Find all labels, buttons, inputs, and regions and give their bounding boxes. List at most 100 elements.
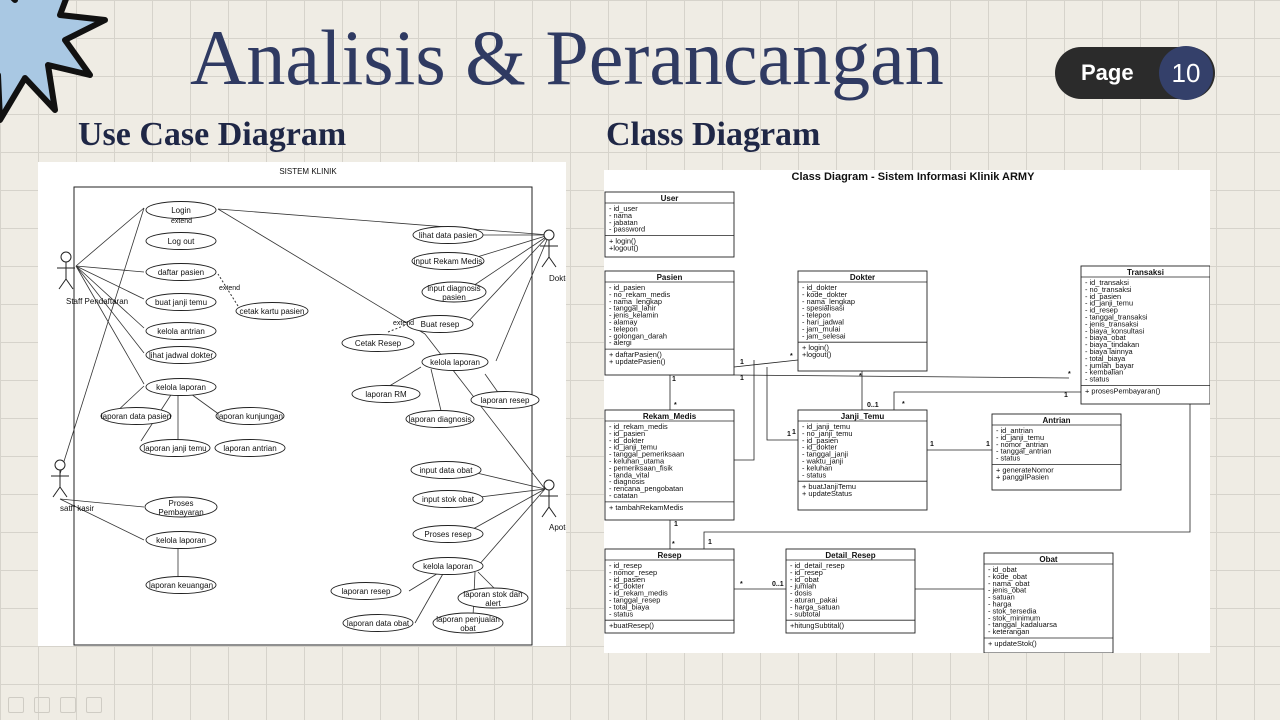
- grid-icon[interactable]: [60, 697, 76, 713]
- class-transaksi-attribute: - no_transaksi: [1085, 285, 1132, 294]
- class-user-attribute: - id_user: [609, 204, 638, 213]
- class-antrian-attribute: - status: [996, 454, 1021, 463]
- uc-kelola-antrian-oval: [145, 322, 217, 340]
- actor-staff-pendaftaran: Staff Pendaftaran: [66, 297, 128, 306]
- uc-kelola-laporan-apoteker: kelola laporan: [423, 562, 473, 571]
- uc-lihat-jadwal-dokter-oval: [145, 346, 217, 364]
- uc-laporan-data-obat: laporan data obat: [347, 619, 410, 628]
- class-transaksi-attribute: - biaya_konsultasi: [1085, 326, 1145, 335]
- class-transaksi-attribute: - id_transaksi: [1085, 278, 1129, 287]
- class-dokter-name: Dokter: [850, 273, 875, 282]
- uc-proses-pembayaran-oval: [144, 496, 218, 518]
- multiplicity-label: *: [672, 541, 675, 548]
- class-user-method: + login(): [609, 237, 636, 246]
- class-transaksi-attribute: - biaya lainnya: [1085, 347, 1134, 356]
- uc-cetak-resep-oval: [341, 334, 415, 352]
- class-antrian-attribute: - id_antrian: [996, 426, 1033, 435]
- uc-proses-resep-oval: [412, 525, 484, 543]
- uc-input-data-obat: input data obat: [420, 466, 474, 475]
- class-user-name: User: [661, 194, 679, 203]
- class-rekam-medis-attribute: - catatan: [609, 491, 638, 500]
- uc-buat-janji-temu: buat janji temu: [155, 298, 207, 307]
- class-janji-temu-box: [797, 409, 928, 511]
- actor-apoteker: Apoteker: [549, 523, 566, 532]
- uc-lihat-data-pasien: lihat data pasien: [419, 231, 477, 240]
- class-diagram-subtitle: Class Diagram: [606, 116, 821, 153]
- class-dokter-attribute: - jam_mulai: [802, 324, 841, 333]
- uc-kelola-antrian: kelola antrian: [157, 327, 205, 336]
- association-line: [495, 234, 550, 362]
- class-transaksi-attribute: - id_janji_temu: [1085, 299, 1133, 308]
- extend-label-resep: extend: [393, 320, 414, 327]
- class-rekam-medis-attribute: - id_rekam_medis: [609, 422, 668, 431]
- association-line: [75, 265, 145, 329]
- class-dokter-method: + login(): [802, 343, 829, 352]
- class-rekam-medis-attribute: - id_dokter: [609, 436, 644, 445]
- uc-cetak-resep: Cetak Resep: [355, 339, 402, 348]
- uc-laporan-kunjungan-oval: [215, 407, 285, 425]
- class-antrian-method: + panggilPasien: [996, 472, 1049, 481]
- multiplicity-label: 1: [740, 359, 744, 366]
- class-pasien-attribute: - tanggal_lahir: [609, 304, 656, 313]
- class-janji-temu-attribute: - keluhan: [802, 463, 832, 472]
- class-transaksi-box: [1080, 265, 1211, 405]
- association-line: [59, 207, 145, 475]
- class-rekam-medis-attribute: - tanggal_pemeriksaan: [609, 450, 684, 459]
- uc-cetak-kartu-pasien: cetak kartu pasien: [240, 307, 305, 316]
- class-janji-temu-attribute: - id_pasien: [802, 436, 838, 445]
- prev-icon[interactable]: [8, 697, 24, 713]
- actor-dokter: Dokter: [549, 274, 566, 283]
- class-resep-name: Resep: [657, 551, 681, 560]
- pen-icon[interactable]: [34, 697, 50, 713]
- uc-proses-pembayaran-line2: Pembayaran: [158, 508, 203, 517]
- starburst-decoration: [0, 0, 108, 123]
- uc-lihat-jadwal-dokter: lihat jadwal dokter: [149, 351, 213, 360]
- uc-laporan-antrian-oval: [214, 439, 286, 457]
- use-case-subtitle: Use Case Diagram: [78, 116, 347, 153]
- class-antrian-box: [991, 413, 1122, 491]
- class-dokter-attribute: - telepon: [802, 311, 831, 320]
- class-rekam-medis-attribute: - diagnosis: [609, 477, 645, 486]
- extend-label-kartu: extend: [219, 285, 240, 292]
- class-pasien-attribute: - no_rekam_medis: [609, 290, 671, 299]
- uc-cetak-kartu-pasien-oval: [235, 302, 309, 320]
- page-number: 10: [1159, 46, 1213, 100]
- class-detail-resep-attribute: - id_resep: [790, 568, 823, 577]
- class-transaksi-attribute: - biaya_obat: [1085, 333, 1126, 342]
- class-pasien-attribute: - alergi: [609, 338, 632, 347]
- association-line: [75, 265, 145, 385]
- uc-laporan-resep-dokter-oval: [470, 391, 540, 409]
- class-dokter-attribute: - id_dokter: [802, 283, 837, 292]
- class-diagram: Class Diagram - Sistem Informasi Klinik …: [604, 170, 1211, 654]
- class-pasien-name: Pasien: [657, 273, 683, 282]
- uc-laporan-rm-oval: [351, 385, 421, 403]
- class-detail-resep-attribute: - subtotal: [790, 609, 821, 618]
- class-pasien-box: [604, 270, 735, 376]
- class-detail-resep-attribute: - aturan_pakai: [790, 596, 838, 605]
- next-icon[interactable]: [86, 697, 102, 713]
- uc-laporan-stok-alert-line1: laporan stok dan: [463, 590, 522, 599]
- class-rekam-medis-attribute: - keluhan_utama: [609, 457, 665, 466]
- class-janji-temu-attribute: - status: [802, 470, 827, 479]
- uc-laporan-diagnosis: laporan diagnosis: [409, 415, 472, 424]
- uc-kelola-laporan-apoteker-oval: [412, 557, 484, 575]
- uc-input-stok-obat-oval: [412, 490, 484, 508]
- extend-label-login: extend: [171, 218, 192, 225]
- class-dokter-attribute: - spesialisasi: [802, 304, 845, 313]
- actor-head: [543, 479, 555, 491]
- uc-proses-resep: Proses resep: [424, 530, 472, 539]
- multiplicity-label: *: [902, 401, 905, 408]
- class-dokter-method: +logout(): [802, 350, 831, 359]
- association-line: [59, 498, 145, 508]
- class-detail-resep-name: Detail_Resep: [825, 551, 875, 560]
- class-transaksi-attribute: - biaya_tindakan: [1085, 340, 1139, 349]
- class-obat-attribute: - jenis_obat: [988, 586, 1026, 595]
- class-detail-resep-box: [785, 548, 916, 634]
- multiplicity-label: *: [740, 581, 743, 588]
- class-janji-temu-attribute: - no_janji_temu: [802, 429, 853, 438]
- association-line: [477, 488, 546, 567]
- uc-laporan-rm: laporan RM: [365, 390, 407, 399]
- multiplicity-label: 0..1: [867, 402, 879, 409]
- class-transaksi-attribute: - total_biaya: [1085, 354, 1126, 363]
- uc-input-rekam-medis-oval: [411, 252, 485, 270]
